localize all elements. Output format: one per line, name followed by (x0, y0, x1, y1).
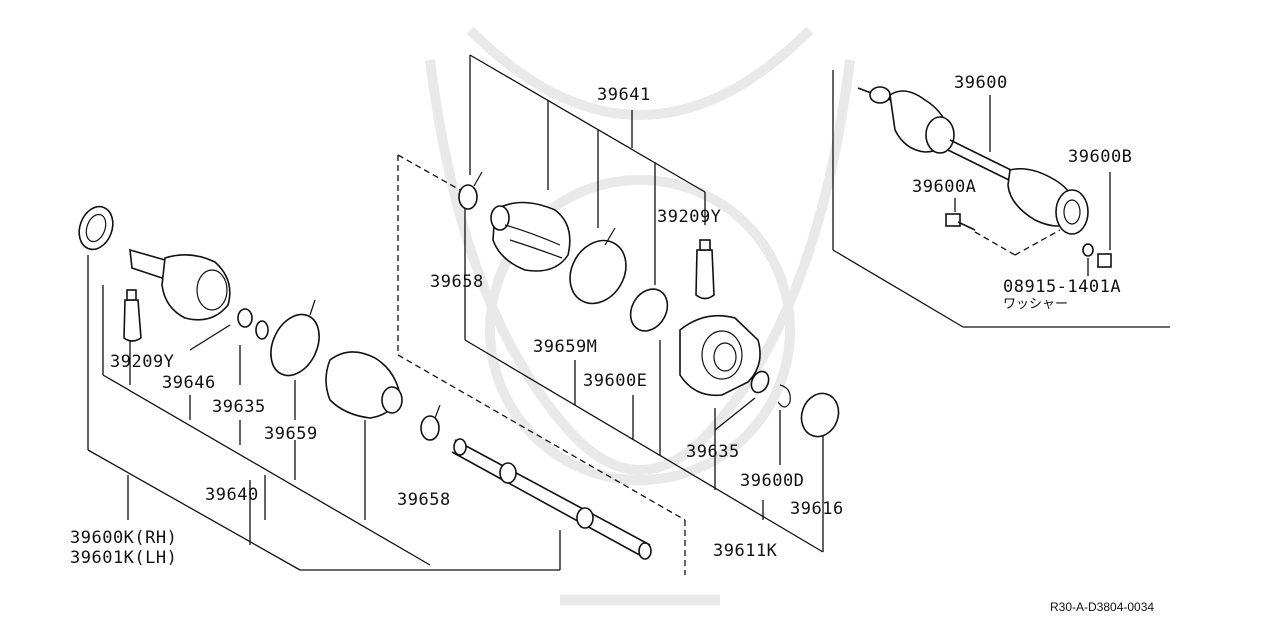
label-39658-bottom: 39658 (397, 490, 451, 510)
shaft-39611K (451, 438, 652, 560)
center-lower-bracket (464, 200, 824, 553)
bearing-housing (679, 314, 761, 397)
outer-boot-39641 (490, 201, 571, 272)
inner-boot-39640 (325, 351, 403, 419)
label-39616: 39616 (790, 499, 844, 519)
inset-assembly-frame (832, 70, 1170, 328)
boot-band-39658-top (458, 171, 483, 210)
inset-leaders (954, 95, 1111, 276)
snap-ring-39635-mid (750, 370, 770, 394)
label-39600D: 39600D (740, 471, 804, 491)
center-bracket-39641 (469, 54, 706, 285)
label-39600K-RH: 39600K(RH) (70, 528, 177, 548)
snap-ring-39646 (237, 308, 253, 328)
label-39659: 39659 (264, 424, 318, 444)
label-39600B: 39600B (1068, 147, 1132, 167)
dust-cap-39616 (800, 392, 840, 438)
inset-bolt (945, 213, 976, 231)
label-39635-left: 39635 (212, 397, 266, 417)
label-39600A: 39600A (912, 177, 976, 197)
dust-seal-ring-left (78, 205, 114, 251)
label-39635-mid: 39635 (686, 442, 740, 462)
label-39601K-LH: 39601K(LH) (70, 548, 177, 568)
center-dashed-frame (397, 154, 686, 575)
boot-band-39658-bottom (420, 404, 441, 441)
inset-washer-nut (1082, 243, 1112, 268)
label-39611K: 39611K (713, 541, 778, 561)
label-39641: 39641 (597, 85, 651, 105)
inset-dash-2 (1014, 229, 1061, 256)
circlip-39600D (777, 384, 791, 408)
label-39600E: 39600E (583, 371, 647, 391)
label-08915-1401A: 08915-1401A (1003, 277, 1121, 297)
label-washer: ワッシャー (1003, 297, 1068, 312)
label-39659M: 39659M (533, 337, 597, 357)
label-39640: 39640 (205, 485, 259, 505)
boot-band-39659M (569, 227, 627, 305)
left-bracket-39600K (87, 255, 561, 571)
watermark-emblem (425, 26, 855, 605)
seal-ring-39600E (629, 288, 669, 332)
label-39646: 39646 (162, 373, 216, 393)
outer-joint-stub (129, 248, 231, 321)
grease-tube-39209Y-top (695, 239, 715, 300)
label-39209Y-left: 39209Y (110, 352, 174, 372)
complete-driveshaft-39600 (857, 86, 1089, 235)
boot-band-39659 (270, 299, 320, 377)
inset-dash-1 (974, 231, 1016, 256)
label-39658-top: 39658 (430, 272, 484, 292)
left-leaders (129, 324, 366, 520)
label-39209Y-top: 39209Y (657, 207, 721, 227)
diagram-code: R30-A-D3804-0034 (1050, 600, 1154, 614)
snap-ring-39635-left (255, 320, 269, 340)
grease-tube-39209Y-left (123, 289, 142, 342)
label-39600: 39600 (954, 73, 1008, 93)
